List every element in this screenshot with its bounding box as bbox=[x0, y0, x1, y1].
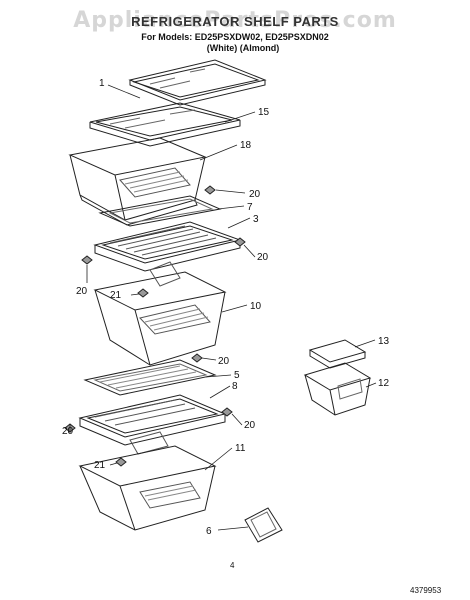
part-glass-shelf-top bbox=[128, 59, 267, 106]
callout-7: 7 bbox=[247, 202, 253, 213]
colors-line: (White) (Almond) bbox=[206, 43, 280, 53]
callout-21: 21 bbox=[94, 460, 106, 471]
page-number: 4 bbox=[230, 561, 235, 570]
callout-12: 12 bbox=[378, 378, 390, 389]
callout-20: 20 bbox=[249, 189, 261, 200]
callout-20: 20 bbox=[244, 420, 256, 431]
callout-11: 11 bbox=[235, 443, 246, 454]
callout-5: 5 bbox=[234, 370, 240, 381]
callout-20: 20 bbox=[257, 252, 269, 263]
callout-18: 18 bbox=[240, 140, 252, 151]
callout-13: 13 bbox=[378, 336, 390, 347]
part-crisper-pan-middle bbox=[93, 261, 227, 366]
document-number: 4379953 bbox=[410, 586, 442, 595]
callout-20: 20 bbox=[218, 356, 230, 367]
callout-8: 8 bbox=[232, 381, 238, 392]
part-crisper-cover-upper bbox=[98, 195, 222, 227]
page-title: REFRIGERATOR SHELF PARTS bbox=[131, 14, 339, 29]
callout-21: 21 bbox=[110, 290, 122, 301]
part-label-card bbox=[244, 507, 283, 543]
callout-20: 20 bbox=[62, 426, 74, 437]
watermark-text: AppliancePartsPros.com bbox=[73, 8, 397, 33]
part-bin bbox=[303, 362, 372, 416]
part-bin-lid bbox=[308, 339, 367, 369]
callout-10: 10 bbox=[250, 301, 262, 312]
models-line: For Models: ED25PSXDW02, ED25PSXDN02 bbox=[141, 32, 329, 42]
callout-3: 3 bbox=[253, 214, 259, 225]
part-crisper-pan-upper bbox=[68, 137, 207, 226]
callout-1: 1 bbox=[99, 78, 105, 89]
part-cover-frame-upper bbox=[93, 221, 242, 272]
part-cover-frame-lower bbox=[78, 394, 227, 455]
part-shelf-glass-lower bbox=[83, 359, 217, 396]
callout-20: 20 bbox=[76, 286, 88, 297]
callout-15: 15 bbox=[258, 107, 270, 118]
callout-labels: 1 15 18 20 7 3 20 20 21 10 20 5 8 20 20 … bbox=[62, 78, 390, 537]
part-crisper-pan-lower bbox=[78, 445, 217, 531]
callout-6: 6 bbox=[206, 526, 212, 537]
callout-leader-lines bbox=[69, 84, 377, 531]
clip-hardware-group bbox=[64, 185, 246, 467]
part-shelf-frame bbox=[89, 102, 241, 147]
